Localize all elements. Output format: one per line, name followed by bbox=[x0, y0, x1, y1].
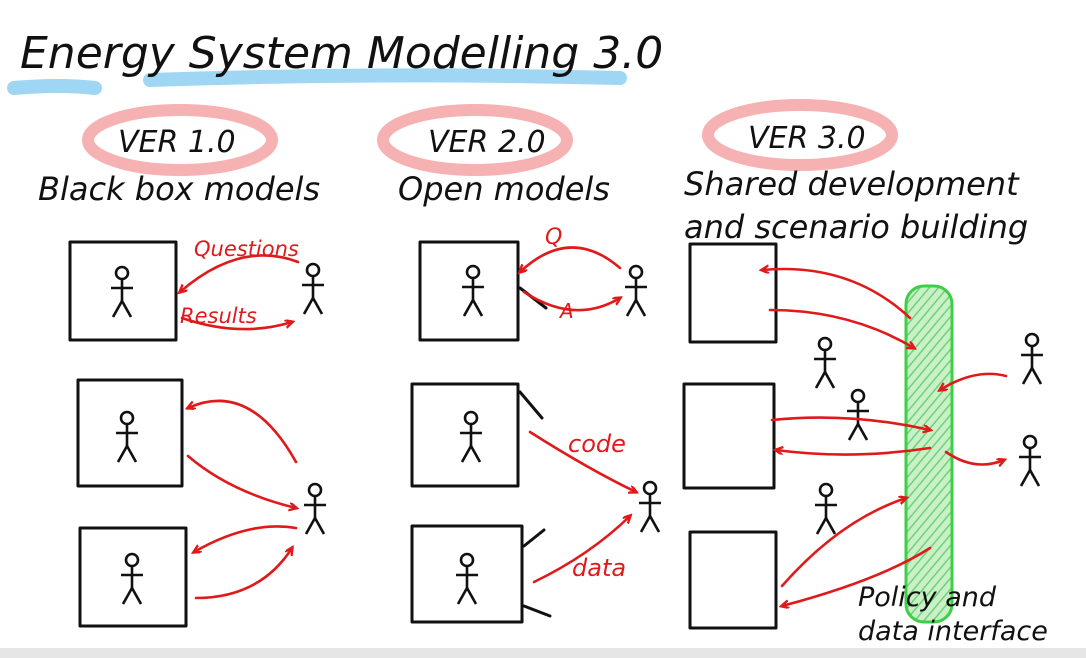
modeller-figure bbox=[114, 410, 140, 464]
questions-arrow bbox=[194, 525, 298, 552]
title-underline bbox=[143, 68, 627, 87]
policy-data-interface-bar bbox=[904, 284, 954, 624]
interface-label-line2: data interface bbox=[858, 616, 1048, 647]
user-figure bbox=[813, 482, 839, 536]
interface-label-line1: Policy and bbox=[858, 582, 997, 613]
interface-arrow bbox=[768, 308, 914, 348]
modeller-figure bbox=[460, 264, 486, 318]
title-underline-left bbox=[7, 79, 102, 95]
data-label: data bbox=[572, 554, 626, 582]
user-figure bbox=[845, 388, 871, 442]
interface-arrow bbox=[782, 546, 932, 606]
results-label: Results bbox=[180, 304, 257, 328]
modeller-figure bbox=[119, 552, 145, 606]
black-box-model-1 bbox=[68, 240, 178, 342]
user-figure bbox=[300, 262, 326, 316]
user-figure bbox=[1017, 434, 1043, 488]
user-figure bbox=[637, 480, 663, 534]
user-output-arrow bbox=[944, 450, 1004, 465]
ver1-ring bbox=[82, 104, 278, 176]
open-lid bbox=[522, 604, 552, 618]
results-arrow bbox=[180, 316, 292, 331]
open-lid bbox=[518, 390, 544, 420]
ver3-label: VER 3.0 bbox=[748, 121, 866, 156]
shared-model-1 bbox=[688, 242, 778, 344]
data-arrow bbox=[532, 516, 630, 584]
black-box-model-2 bbox=[76, 378, 184, 488]
black-box-model-3 bbox=[78, 526, 188, 628]
ver2-ring bbox=[377, 104, 573, 176]
feedback-arrow bbox=[188, 399, 298, 464]
shared-model-2 bbox=[682, 382, 776, 490]
code-label: code bbox=[568, 430, 626, 458]
questions-arrow bbox=[180, 254, 300, 292]
bottom-strip bbox=[0, 648, 1086, 658]
page-title: Energy System Modelling 3.0 bbox=[20, 28, 663, 79]
ver1-label: VER 1.0 bbox=[118, 125, 236, 160]
open-model-2 bbox=[410, 382, 520, 488]
a-label: A bbox=[558, 299, 574, 323]
q-label: Q bbox=[545, 225, 562, 250]
results-arrow bbox=[186, 454, 296, 508]
user-figure bbox=[1019, 332, 1045, 386]
ver3-ring bbox=[702, 99, 898, 171]
ver3-caption-line2: and scenario building bbox=[684, 208, 1028, 246]
interface-arrow bbox=[762, 269, 912, 320]
modeller-figure bbox=[458, 410, 484, 464]
user-figure bbox=[302, 482, 328, 536]
user-input-arrow bbox=[940, 372, 1008, 390]
questions-label: Questions bbox=[194, 237, 299, 261]
interface-arrow bbox=[776, 448, 932, 456]
ver2-caption: Open models bbox=[398, 170, 610, 208]
interface-arrow bbox=[780, 498, 906, 588]
modeller-figure bbox=[109, 265, 135, 319]
q-arrow bbox=[520, 246, 622, 272]
modeller-figure bbox=[454, 552, 480, 606]
interface-arrow bbox=[770, 416, 930, 430]
open-lid bbox=[522, 528, 546, 548]
user-figure bbox=[812, 336, 838, 390]
a-arrow bbox=[522, 290, 620, 312]
shared-model-3 bbox=[688, 530, 778, 630]
user-figure bbox=[623, 264, 649, 318]
open-model-1 bbox=[418, 240, 520, 342]
results-arrow bbox=[194, 548, 292, 600]
code-arrow bbox=[528, 430, 636, 492]
ver3-caption-line1: Shared development bbox=[684, 165, 1020, 203]
ver1-caption: Black box models bbox=[38, 170, 320, 208]
ver2-label: VER 2.0 bbox=[428, 125, 546, 160]
open-model-3 bbox=[410, 524, 524, 624]
